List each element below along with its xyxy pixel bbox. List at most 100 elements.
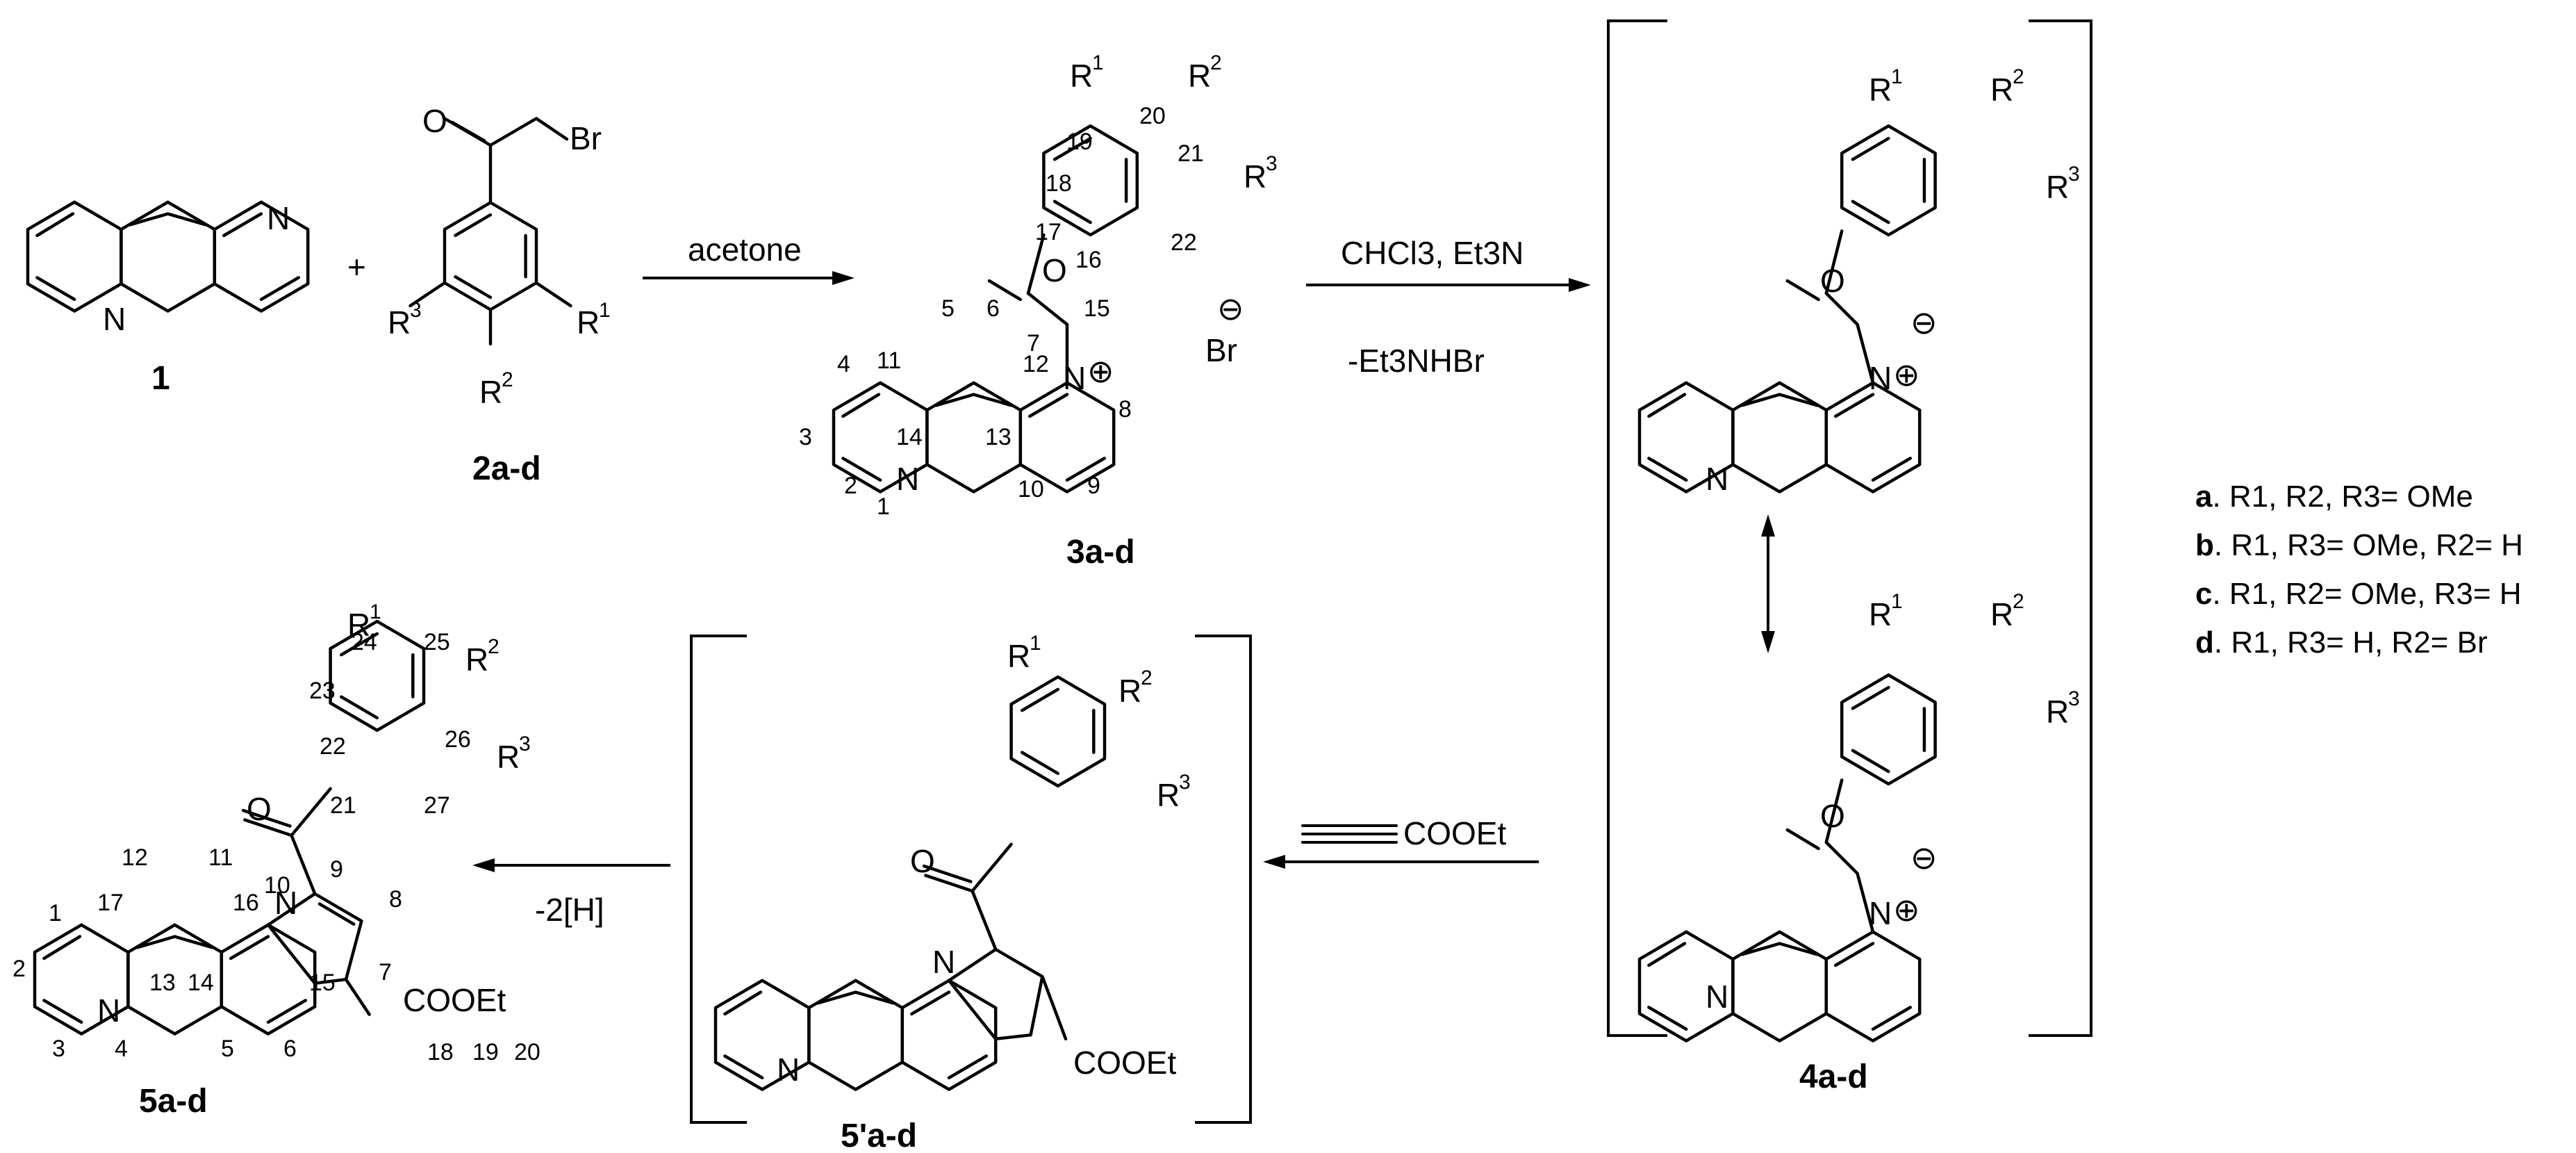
legend-row-d: d. R1, R3= H, R2= Br [2195,625,2488,660]
svg-text:3: 3 [799,424,812,450]
svg-text:4: 4 [837,351,850,377]
atom-N-plus-4top: N [1869,360,1892,396]
atom-numbering-5: 1 2 3 4 5 6 7 8 9 10 11 12 13 14 15 16 1… [13,629,540,1065]
substituent-R1-2: R1 [577,299,611,341]
svg-text:17: 17 [1035,219,1062,245]
substituent-R3-2: R3 [388,299,422,341]
compound-5p-structure [716,677,1105,1090]
compound-label-5p-a-d: 5'a-d [841,1118,917,1153]
svg-text:R: R [577,304,600,341]
atom-O-4top: O [1820,263,1845,299]
substituent-R2-4bot: R2 [1990,590,2024,632]
svg-text:13: 13 [149,970,176,996]
svg-text:R: R [1990,596,2013,632]
svg-text:26: 26 [445,726,471,753]
atom-numbering-3: 1 2 3 4 5 6 7 8 9 10 11 12 13 14 15 16 1… [799,103,1204,520]
compound-label-4a-d: 4a-d [1799,1058,1868,1095]
svg-text:1: 1 [1030,632,1041,655]
atom-O-2: O [422,103,447,139]
charge-plus-4top: ⊕ [1893,357,1920,393]
charge-plus-4bot: ⊕ [1893,892,1920,928]
compound-4-bottom-structure [1640,675,1935,1040]
svg-text:1: 1 [49,900,62,926]
compound-3-structure [834,126,1137,491]
substituent-legend: a. R1, R2, R3= OMe b. R1, R3= OMe, R2= H… [2195,473,2523,667]
svg-text:R: R [1118,673,1141,709]
charge-minus-3: ⊖ [1217,291,1244,327]
atom-N-1b: N [103,301,126,337]
svg-text:R: R [2046,694,2069,730]
atom-N-plus-4bot: N [1869,895,1892,931]
svg-text:14: 14 [188,970,214,996]
svg-text:11: 11 [877,347,901,374]
svg-text:21: 21 [1178,140,1204,167]
atom-N-4top: N [1706,461,1728,497]
svg-text:3: 3 [1179,771,1191,794]
compound-label-5a-d: 5a-d [139,1083,208,1120]
svg-text:R: R [388,304,411,341]
svg-text:2: 2 [2013,65,2024,88]
substituent-R2-3: R2 [1188,51,1222,94]
svg-text:R: R [1157,777,1180,813]
svg-text:3: 3 [2068,163,2080,186]
svg-text:1: 1 [599,299,611,322]
svg-text:3: 3 [410,299,422,322]
atom-O-4bot: O [1820,798,1845,834]
atom-N-4bot: N [1706,979,1728,1015]
svg-text:16: 16 [1075,247,1102,273]
charge-plus-3: ⊕ [1087,353,1114,389]
substituent-R2-5: R2 [465,635,499,678]
svg-text:18: 18 [1046,170,1072,197]
substituent-R1-3: R1 [1070,51,1104,94]
svg-text:1: 1 [1891,65,1903,88]
svg-text:19: 19 [472,1039,499,1065]
svg-text:19: 19 [1066,129,1093,155]
plus-sign: + [347,249,366,285]
svg-text:R: R [1869,72,1892,108]
compound-label-3a-d: 3a-d [1066,534,1135,571]
byproduct-et3nhbr: -Et3NHBr [1348,343,1485,379]
svg-text:13: 13 [985,424,1012,450]
svg-text:1: 1 [877,493,890,520]
svg-text:1: 1 [1891,590,1903,613]
legend-row-a: a. R1, R2, R3= OMe [2195,480,2473,514]
svg-text:8: 8 [389,886,402,913]
svg-text:3: 3 [519,733,531,755]
svg-text:2: 2 [502,368,513,391]
atom-Br-2: Br [570,120,602,156]
compound-4-top-structure [1640,126,1935,491]
svg-text:4: 4 [115,1036,128,1062]
svg-text:R: R [1070,58,1093,94]
substituent-R1-5: R1 [347,600,381,643]
svg-text:COOEt: COOEt [1403,815,1506,851]
reagent-ethyl-propiolate: COOEt [1301,815,1506,851]
compound-2-structure [408,117,572,346]
svg-text:12: 12 [1023,351,1049,377]
svg-text:16: 16 [233,890,259,916]
bracket-right-4 [2029,19,2092,1037]
legend-row-c: c. R1, R2= OMe, R3= H [2195,577,2522,611]
svg-text:R: R [497,739,520,775]
substituent-R1-5p: R1 [1007,632,1041,674]
svg-text:15: 15 [309,970,336,996]
svg-text:R: R [1244,158,1266,195]
svg-text:20: 20 [1139,103,1166,129]
svg-text:27: 27 [424,792,450,819]
svg-text:2: 2 [488,635,499,658]
svg-text:R: R [2046,169,2069,205]
svg-text:5: 5 [941,295,955,322]
atom-N-5a: N [97,992,120,1029]
svg-text:9: 9 [330,856,343,883]
svg-text:2: 2 [13,956,26,982]
svg-text:15: 15 [1084,295,1110,322]
svg-text:23: 23 [309,678,336,704]
counterion-Br-3: Br [1205,332,1237,368]
compound-1-structure [28,202,308,311]
svg-text:21: 21 [330,792,356,819]
atom-N-5b: N [274,885,297,921]
svg-text:R: R [1869,596,1892,632]
svg-text:25: 25 [424,629,450,655]
atom-O-5p: O [910,843,935,879]
atom-N-1a: N [267,200,290,236]
